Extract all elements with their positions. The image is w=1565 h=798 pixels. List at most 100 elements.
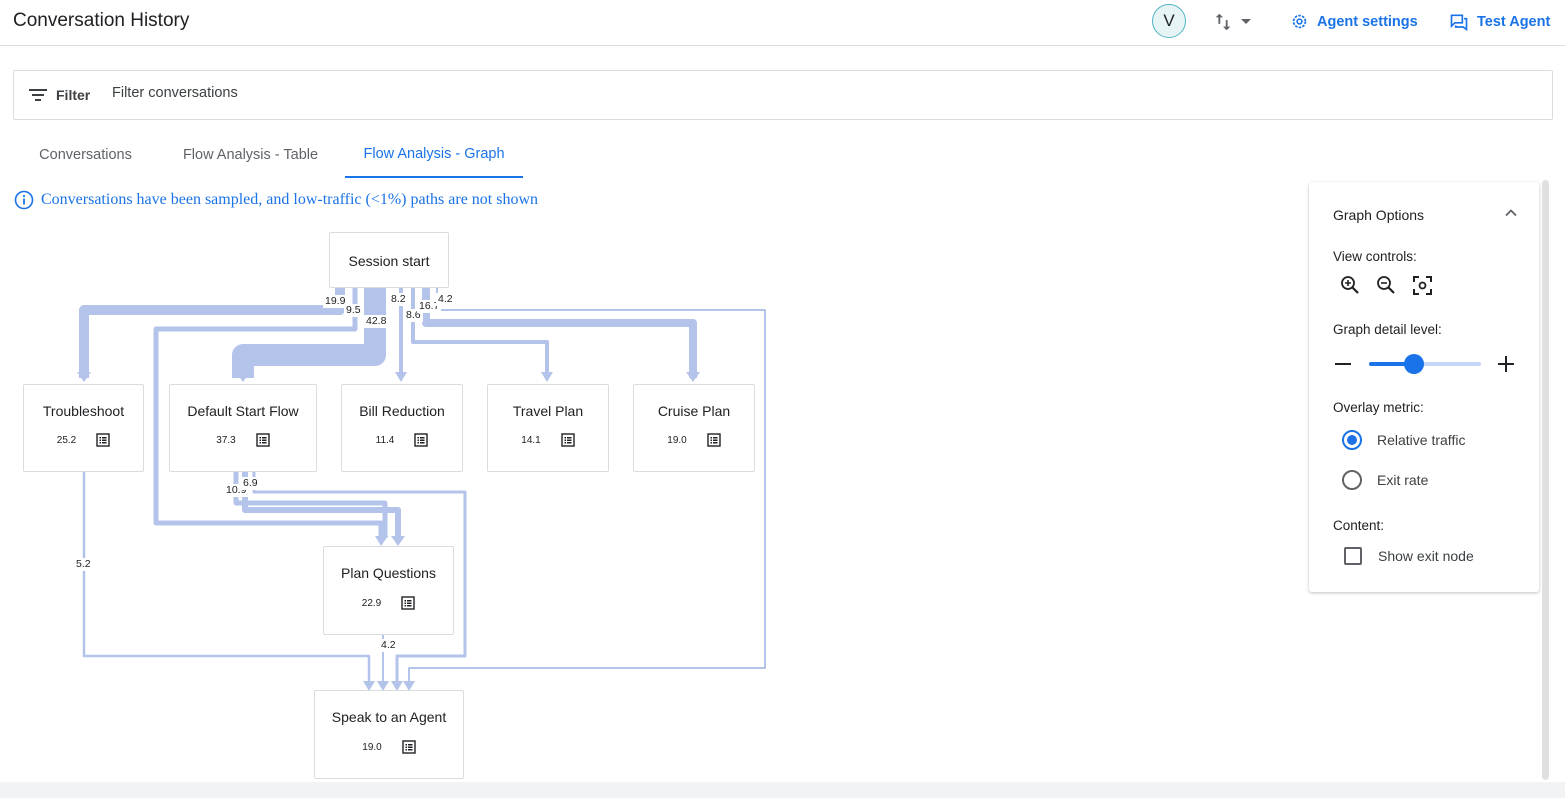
details-list-icon[interactable]: [401, 596, 415, 610]
node-value: 19.0: [667, 434, 687, 446]
edge-label-start-default: 42.8: [364, 315, 389, 328]
show-exit-node-checkbox[interactable]: [1344, 547, 1362, 565]
node-travel-plan[interactable]: Travel Plan 14.1: [487, 384, 609, 472]
node-metric: 11.4: [342, 433, 462, 447]
vertical-scrollbar[interactable]: [1542, 180, 1549, 780]
page-title: Conversation History: [13, 10, 190, 31]
filter-input[interactable]: [112, 85, 712, 101]
edge-label-default-plan-b: 6.9: [241, 477, 260, 490]
node-default-start-flow[interactable]: Default Start Flow 37.3: [169, 384, 317, 472]
node-metric: 22.9: [324, 596, 453, 610]
agent-settings-button[interactable]: Agent settings: [1290, 12, 1418, 31]
minus-icon[interactable]: [1334, 356, 1352, 372]
details-list-icon[interactable]: [402, 740, 416, 754]
arrow-troubleshoot: [77, 372, 91, 382]
tab-flow-analysis-graph[interactable]: Flow Analysis - Graph: [345, 132, 523, 178]
node-cruise-plan[interactable]: Cruise Plan 19.0: [633, 384, 755, 472]
node-title: Default Start Flow: [187, 403, 299, 419]
node-session-start[interactable]: Session start: [329, 232, 449, 288]
edge-start-cruise: [422, 288, 697, 378]
chat-icon: [1450, 14, 1468, 32]
plus-icon[interactable]: [1497, 355, 1515, 373]
node-title: Travel Plan: [512, 403, 584, 419]
graph-options-panel: Graph Options View controls: Graph detai…: [1309, 182, 1539, 592]
details-list-icon[interactable]: [707, 433, 721, 447]
node-value: 14.1: [521, 434, 541, 446]
details-list-icon[interactable]: [256, 433, 270, 447]
radio-exit-rate[interactable]: Exit rate: [1342, 470, 1428, 490]
overlay-metric-label: Overlay metric:: [1333, 400, 1424, 415]
node-title: Cruise Plan: [657, 403, 731, 419]
edge-label-start-bill: 8.2: [389, 293, 408, 306]
arrow-agent-3: [391, 681, 403, 691]
node-troubleshoot[interactable]: Troubleshoot 25.2: [23, 384, 144, 472]
avatar[interactable]: V: [1152, 4, 1186, 38]
radio-label: Exit rate: [1377, 472, 1429, 488]
arrow-plan-a: [375, 536, 388, 546]
radio-button[interactable]: [1342, 430, 1362, 450]
arrow-cruise: [686, 372, 700, 382]
test-agent-button[interactable]: Test Agent: [1449, 12, 1550, 32]
arrow-plan-b: [391, 536, 405, 546]
detail-level-slider[interactable]: [1369, 354, 1481, 374]
edge-label-start-agent: 4.2: [436, 293, 455, 306]
flow-graph[interactable]: 19.9 9.5 42.8 8.2 8.6 16.7 4.2 10.9 6.9 …: [0, 220, 800, 798]
node-speak-to-an-agent[interactable]: Speak to an Agent 19.0: [314, 690, 464, 779]
radio-button[interactable]: [1342, 470, 1362, 490]
node-metric: 37.3: [170, 433, 316, 447]
node-metric: 25.2: [24, 433, 143, 447]
filter-button[interactable]: Filter: [28, 85, 90, 105]
edge-label-start-cruise: 16.7: [417, 300, 442, 313]
checkbox-label: Show exit node: [1378, 548, 1474, 564]
edge-start-agent: [408, 288, 766, 683]
node-plan-questions[interactable]: Plan Questions 22.9: [323, 546, 454, 635]
slider-thumb[interactable]: [1403, 354, 1424, 374]
radio-relative-traffic[interactable]: Relative traffic: [1342, 430, 1465, 450]
filter-label: Filter: [56, 87, 91, 103]
node-value: 11.4: [375, 434, 395, 446]
node-title: Session start: [348, 253, 430, 269]
filter-bar: Filter: [13, 70, 1553, 120]
view-controls-label: View controls:: [1333, 249, 1417, 264]
node-metric: 14.1: [488, 433, 608, 447]
arrow-travel: [541, 372, 553, 382]
panel-title: Graph Options: [1333, 207, 1425, 223]
bottom-edge: [0, 782, 1565, 798]
center-focus-icon[interactable]: [1412, 275, 1433, 296]
node-title: Troubleshoot: [42, 403, 125, 419]
node-value: 37.3: [216, 434, 236, 446]
tab-conversations[interactable]: Conversations: [39, 147, 132, 163]
chevron-up-icon[interactable]: [1504, 206, 1518, 220]
zoom-out-icon[interactable]: [1376, 275, 1396, 295]
arrow-bill: [395, 372, 407, 382]
chevron-down-icon: [1241, 19, 1251, 24]
node-value: 25.2: [56, 434, 77, 446]
node-metric: 19.0: [634, 433, 754, 447]
details-list-icon[interactable]: [414, 433, 429, 447]
avatar-letter: V: [1163, 11, 1175, 30]
top-bar: Conversation History V Agent settings Te…: [0, 0, 1565, 46]
slider-fill: [1369, 362, 1414, 366]
slider-track: [1369, 362, 1481, 366]
node-metric: 19.0: [315, 740, 463, 754]
details-list-icon[interactable]: [96, 433, 110, 447]
swap-vert-icon: [1215, 13, 1231, 31]
arrow-agent-4: [403, 681, 415, 691]
info-icon: [14, 190, 34, 210]
node-bill-reduction[interactable]: Bill Reduction 11.4: [341, 384, 463, 472]
node-value: 19.0: [362, 741, 382, 753]
content-label: Content:: [1333, 518, 1385, 533]
zoom-in-icon[interactable]: [1340, 275, 1360, 295]
edge-label-start-plan-questions: 9.5: [344, 304, 363, 317]
tab-flow-analysis-table[interactable]: Flow Analysis - Table: [182, 147, 319, 163]
details-list-icon[interactable]: [561, 433, 575, 447]
edge-label-start-troubleshoot: 19.9: [323, 295, 348, 308]
arrow-agent-2: [377, 681, 389, 691]
filter-list-icon: [29, 89, 47, 101]
show-exit-node-checkbox-row[interactable]: Show exit node: [1344, 547, 1474, 565]
detail-level-label: Graph detail level:: [1333, 322, 1442, 337]
sort-menu-button[interactable]: [1212, 10, 1258, 34]
gear-icon: [1292, 14, 1307, 29]
node-title: Plan Questions: [341, 565, 436, 581]
node-title: Speak to an Agent: [331, 709, 447, 725]
